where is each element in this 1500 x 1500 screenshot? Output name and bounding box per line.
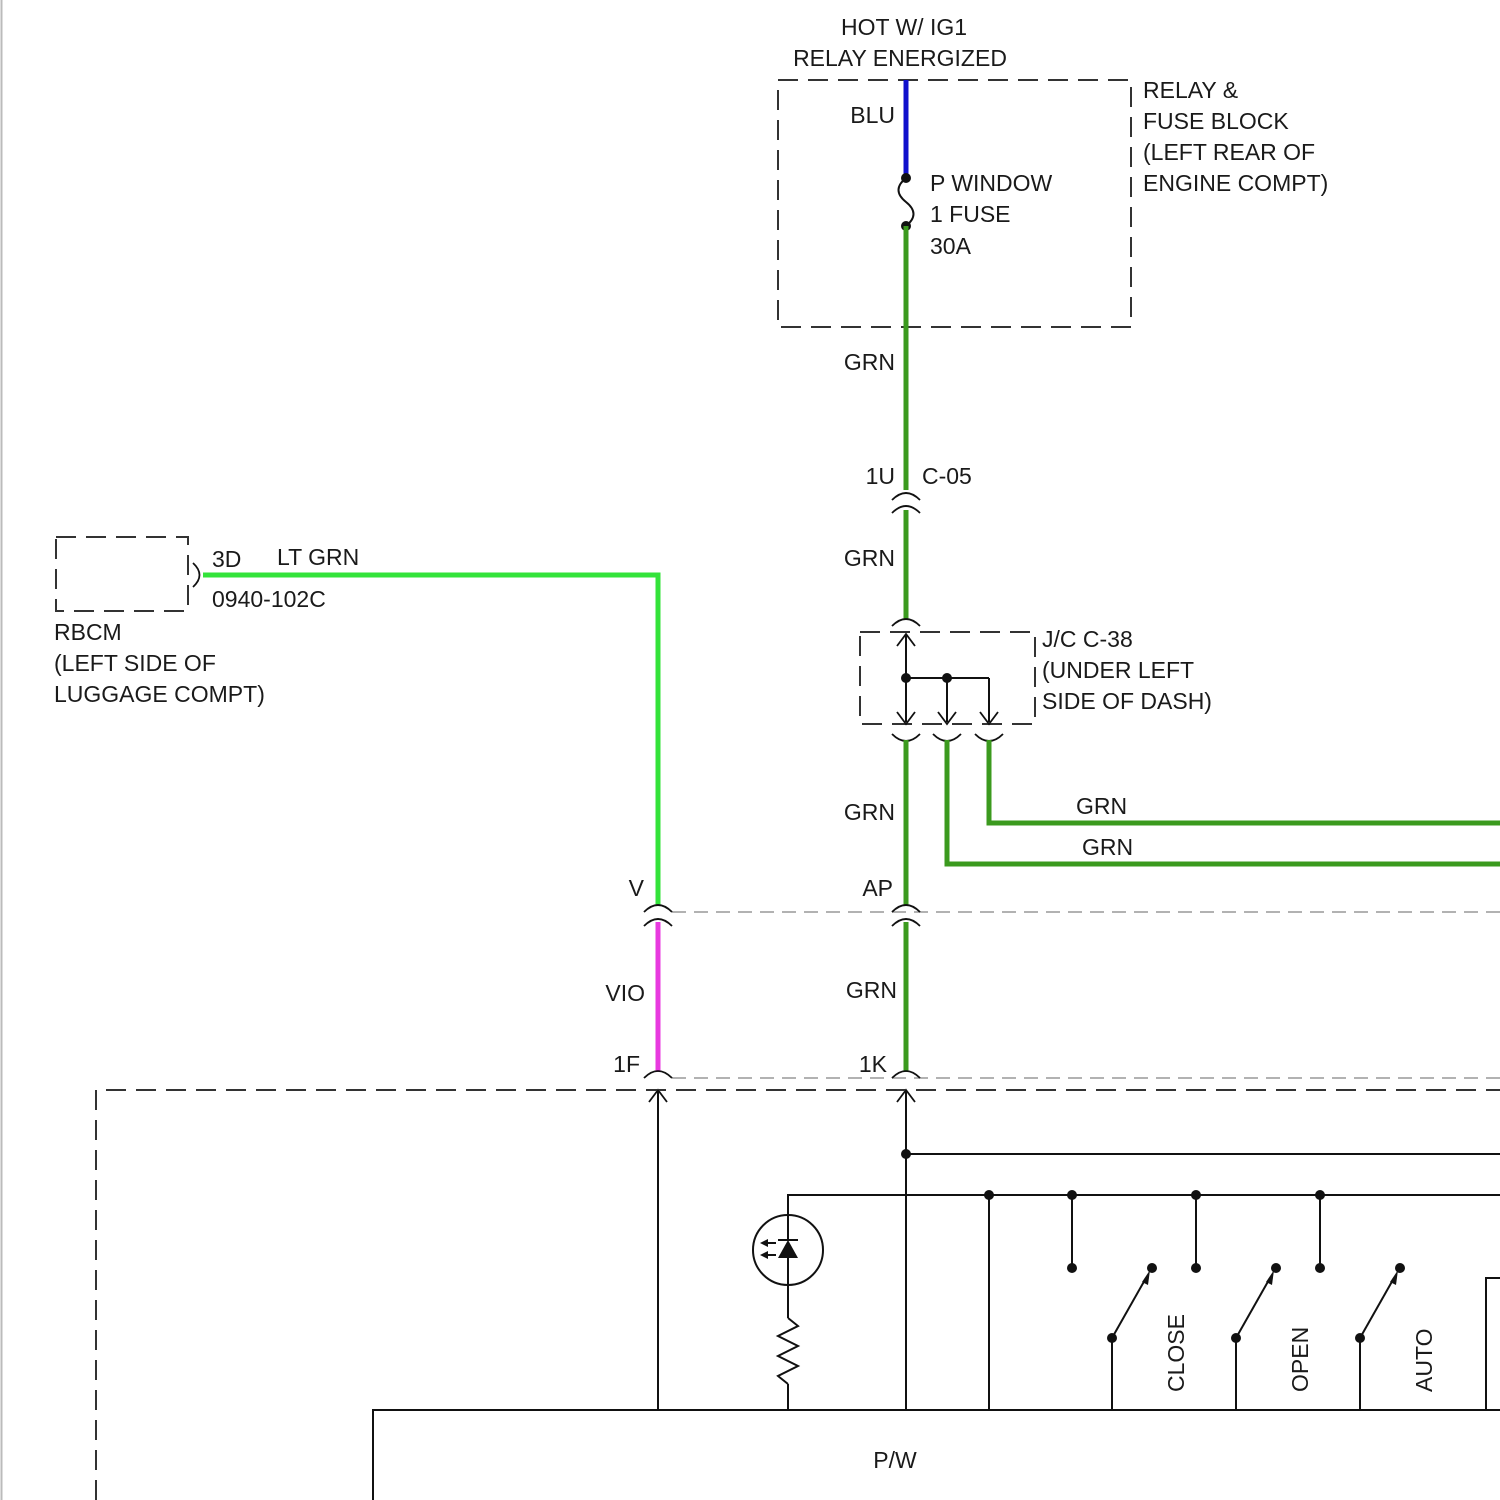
grn-right-wire-label-2: GRN [1082, 834, 1133, 860]
grn-wire-right-2 [947, 740, 1500, 864]
relay-block-label-line4: ENGINE COMPT) [1143, 170, 1328, 196]
rbcm-pin-label: 3D [212, 546, 241, 572]
pin-1f-label: 1F [613, 1051, 640, 1077]
junction-label-line2: (UNDER LEFT [1042, 657, 1194, 683]
c05-pin-label: 1U [866, 463, 895, 489]
rbcm-pin-icon [193, 563, 200, 587]
grn-wire-label-1: GRN [844, 349, 895, 375]
power-label-line1: HOT W/ IG1 [841, 14, 967, 40]
fuse-label-line3: 30A [930, 233, 972, 259]
rbcm-label-line2: (LEFT SIDE OF [54, 650, 216, 676]
rbcm-box [56, 537, 188, 611]
auto-switch-label: AUTO [1411, 1329, 1437, 1392]
pw-module-box [373, 1410, 1500, 1500]
fuse-label-line1: P WINDOW [930, 170, 1053, 196]
internal-bus-lower [788, 1195, 1500, 1215]
lt-grn-wire [203, 575, 658, 905]
pw-module-boundary [96, 1090, 1500, 1500]
jc-input-pin-icon [892, 619, 920, 626]
grn-right-wire-label-1: GRN [1076, 793, 1127, 819]
rbcm-label-line3: LUGGAGE COMPT) [54, 681, 265, 707]
close-switch-label: CLOSE [1163, 1314, 1189, 1392]
relay-block-label-line3: (LEFT REAR OF [1143, 139, 1315, 165]
grn-wire-label-2: GRN [844, 545, 895, 571]
rbcm-connector-label: 0940-102C [212, 586, 326, 612]
resistor-icon [778, 1285, 798, 1410]
fuse-label-line2: 1 FUSE [930, 201, 1011, 227]
relay-block-label-line1: RELAY & [1143, 77, 1238, 103]
pin-v-label: V [629, 875, 645, 901]
relay-block-label-line2: FUSE BLOCK [1143, 108, 1289, 134]
auto-switch-icon [1355, 1263, 1405, 1410]
open-switch-label: OPEN [1287, 1327, 1313, 1392]
partial-component-right [1486, 1278, 1500, 1410]
pw-module-label: P/W [873, 1447, 917, 1473]
vio-wire-label: VIO [605, 980, 645, 1006]
pin-ap-label: AP [862, 875, 893, 901]
blu-wire-label: BLU [850, 102, 895, 128]
pin-1k-label: 1K [859, 1051, 888, 1077]
grn-wire-right-1 [989, 740, 1500, 823]
fuse-icon [899, 178, 914, 226]
junction-label-line3: SIDE OF DASH) [1042, 688, 1212, 714]
led-indicator-icon [753, 1215, 823, 1285]
power-label-line2: RELAY ENERGIZED [793, 45, 1007, 71]
grn-wire-label-3: GRN [844, 799, 895, 825]
c05-connector-label: C-05 [922, 463, 972, 489]
junction-label-line1: J/C C-38 [1042, 626, 1133, 652]
grn-wire-label-4: GRN [846, 977, 897, 1003]
lt-grn-wire-label: LT GRN [277, 544, 359, 570]
rbcm-label-line1: RBCM [54, 619, 122, 645]
